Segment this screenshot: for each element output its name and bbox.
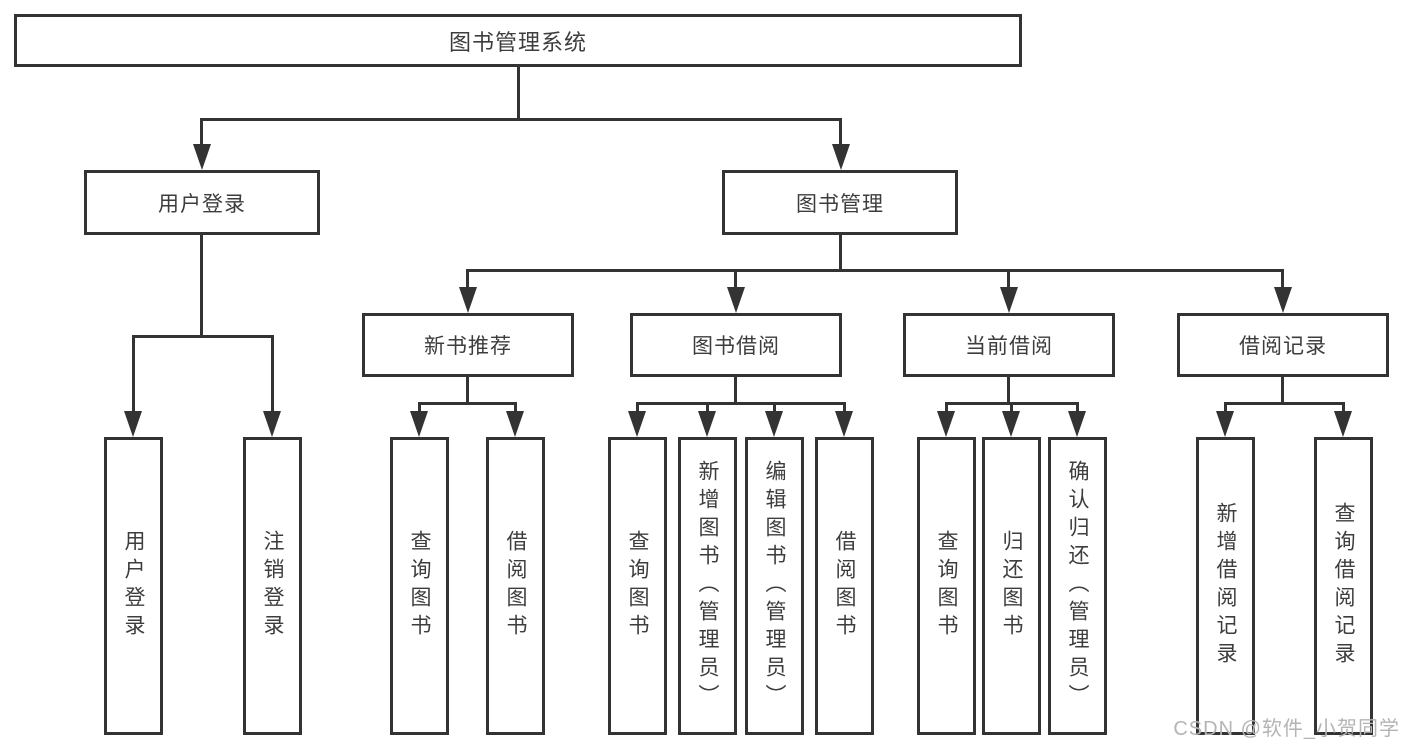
connector-hline — [132, 335, 274, 338]
node-borrow-records-label: 借阅记录 — [1239, 335, 1327, 358]
leaf-user-login: 用户登录 — [104, 437, 163, 735]
leaf-user-login-label: 用户登录 — [122, 530, 145, 642]
leaf-query-borrow-record-label: 查询借阅记录 — [1332, 502, 1355, 670]
leaf-add-borrow-record: 新增借阅记录 — [1196, 437, 1255, 735]
arrowhead-down-icon — [835, 411, 853, 437]
arrowhead-down-icon — [765, 411, 783, 437]
arrowhead-down-icon — [1334, 411, 1352, 437]
connector-vline — [1224, 402, 1227, 413]
arrowhead-down-icon — [410, 411, 428, 437]
connector-vline — [200, 118, 203, 146]
leaf-add-books-admin-label: 新增图书（管理员） — [696, 460, 719, 712]
connector-vline — [514, 402, 517, 413]
connector-vline — [1342, 402, 1345, 413]
node-borrow-records: 借阅记录 — [1177, 313, 1389, 377]
arrowhead-down-icon — [1068, 411, 1086, 437]
watermark: CSDN @软件_小贺同学 — [1173, 718, 1400, 740]
connector-vline — [132, 335, 135, 413]
node-book-management-label: 图书管理 — [796, 192, 884, 216]
connector-vline — [839, 235, 842, 271]
connector-hline — [636, 402, 846, 405]
arrowhead-down-icon — [506, 411, 524, 437]
node-current-borrow: 当前借阅 — [903, 313, 1115, 377]
arrowhead-down-icon — [193, 144, 211, 170]
leaf-confirm-return-admin: 确认归还（管理员） — [1048, 437, 1107, 735]
node-current-borrow-label: 当前借阅 — [965, 335, 1053, 358]
leaf-query-books-borrow-label: 查询图书 — [626, 530, 649, 642]
connector-vline — [706, 402, 709, 413]
connector-vline — [839, 118, 842, 146]
leaf-logout: 注销登录 — [243, 437, 302, 735]
leaf-borrow-books: 借阅图书 — [815, 437, 874, 735]
leaf-return-books: 归还图书 — [982, 437, 1041, 735]
leaf-add-books-admin: 新增图书（管理员） — [678, 437, 737, 735]
node-new-book-recommend-label: 新书推荐 — [424, 335, 512, 358]
connector-vline — [734, 269, 737, 289]
connector-vline — [843, 402, 846, 413]
connector-vline — [1281, 377, 1284, 404]
leaf-confirm-return-admin-label: 确认归还（管理员） — [1066, 460, 1089, 712]
leaf-borrow-books-recommend-label: 借阅图书 — [504, 530, 527, 642]
leaf-query-books-recommend: 查询图书 — [390, 437, 449, 735]
node-root-label: 图书管理系统 — [448, 29, 587, 55]
leaf-query-books-current: 查询图书 — [917, 437, 976, 735]
leaf-logout-label: 注销登录 — [261, 530, 284, 642]
connector-hline — [1224, 402, 1344, 405]
node-user-login-label: 用户登录 — [158, 192, 246, 216]
node-book-borrow: 图书借阅 — [630, 313, 842, 377]
arrowhead-down-icon — [1002, 411, 1020, 437]
leaf-query-borrow-record: 查询借阅记录 — [1314, 437, 1373, 735]
arrowhead-down-icon — [832, 144, 850, 170]
connector-vline — [466, 269, 469, 289]
connector-hline — [467, 269, 1284, 272]
leaf-add-borrow-record-label: 新增借阅记录 — [1214, 502, 1237, 670]
connector-vline — [200, 235, 203, 337]
node-book-management: 图书管理 — [722, 170, 958, 235]
node-book-borrow-label: 图书借阅 — [692, 335, 780, 358]
leaf-return-books-label: 归还图书 — [1000, 530, 1023, 642]
connector-vline — [945, 402, 948, 413]
arrowhead-down-icon — [937, 411, 955, 437]
leaf-edit-books-admin-label: 编辑图书（管理员） — [763, 460, 786, 712]
connector-hline — [200, 118, 842, 121]
arrowhead-down-icon — [698, 411, 716, 437]
leaf-borrow-books-recommend: 借阅图书 — [486, 437, 545, 735]
node-user-login: 用户登录 — [84, 170, 320, 235]
connector-vline — [1281, 269, 1284, 289]
connector-vline — [773, 402, 776, 413]
connector-vline — [734, 377, 737, 404]
arrowhead-down-icon — [459, 287, 477, 313]
connector-vline — [517, 67, 520, 120]
leaf-borrow-books-label: 借阅图书 — [833, 530, 856, 642]
arrowhead-down-icon — [1216, 411, 1234, 437]
connector-vline — [636, 402, 639, 413]
connector-vline — [466, 377, 469, 404]
arrowhead-down-icon — [124, 411, 142, 437]
leaf-edit-books-admin: 编辑图书（管理员） — [745, 437, 804, 735]
arrowhead-down-icon — [628, 411, 646, 437]
connector-vline — [271, 335, 274, 413]
arrowhead-down-icon — [263, 411, 281, 437]
arrowhead-down-icon — [1274, 287, 1292, 313]
node-root: 图书管理系统 — [14, 14, 1022, 67]
node-new-book-recommend: 新书推荐 — [362, 313, 574, 377]
connector-vline — [1010, 402, 1013, 413]
connector-vline — [418, 402, 421, 413]
connector-hline — [418, 402, 517, 405]
arrowhead-down-icon — [727, 287, 745, 313]
connector-vline — [1076, 402, 1079, 413]
connector-vline — [1007, 269, 1010, 289]
leaf-query-books-current-label: 查询图书 — [935, 530, 958, 642]
leaf-query-books-recommend-label: 查询图书 — [408, 530, 431, 642]
connector-vline — [1007, 377, 1010, 404]
leaf-query-books-borrow: 查询图书 — [608, 437, 667, 735]
arrowhead-down-icon — [1000, 287, 1018, 313]
